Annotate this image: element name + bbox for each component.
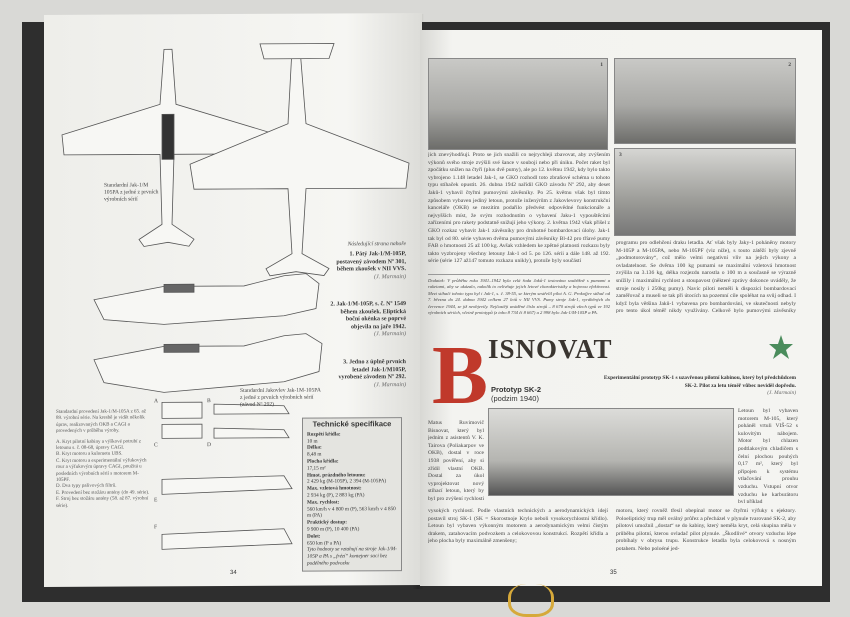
footnote: Dodatek: V průběhu roku 1941–1942 byla c…	[428, 274, 610, 330]
spec-row: Rozpětí křídla:10 m	[307, 431, 341, 445]
spec-row: Plocha křídla:17,15 m²	[307, 458, 339, 472]
soviet-star-icon	[769, 335, 793, 359]
variant-c: C. Kryt motoru a experimentální výfukový…	[56, 458, 147, 483]
variants-legend: Standardní provedení Jak-1/M-105A z 65. …	[56, 409, 151, 510]
spec-note: Tyto hodnoty se vztahují na stroje Jak-1…	[307, 546, 397, 567]
caption-1: 1. Pátý Jak-1/M-105P, postavený závodem …	[336, 251, 406, 281]
spec-row: Hmot. prázdného letounu:2 429 kg (M-105P…	[307, 471, 387, 485]
variant-a: A. Kryt pilotní kabiny a výškové potrubí…	[56, 439, 141, 451]
variant-f: F. Stroj bez stožáru antény (58. až 87. …	[56, 496, 149, 509]
caption-2: 2. Jak-1/M-105P, s. č. Nº 1549 během zko…	[330, 301, 406, 338]
spec-row: Délka:8,48 m	[307, 444, 322, 458]
caption-list-intro: Následující strana nahoře	[347, 241, 406, 248]
body-col1: Matus Ruvimovič Bisnovat, který byl jedn…	[428, 420, 484, 502]
spec-row: Max. rychlost:560 km/h v 4 800 m (P), 56…	[307, 499, 396, 519]
body-bottom-right: motoru, který rovněž třesil obepínal mot…	[616, 508, 796, 552]
label-b: B	[207, 398, 211, 405]
body-bottom-left: vysokých rychlostí. Podle vlastních tech…	[428, 508, 608, 545]
caption-bottom: Standardní Jakovlev Jak-1M-105PA z jedné…	[240, 387, 321, 408]
spec-title: Technické specifikace	[312, 419, 392, 429]
spec-row: Praktický dostup:9 900 m (P), 10 400 (PA…	[307, 519, 360, 533]
caption-3: 3. Jedno z úplně prvních letadel Jak-1/M…	[338, 359, 406, 389]
label-d: D	[207, 442, 212, 449]
underside-view-drawing	[189, 43, 410, 277]
label-c: C	[154, 442, 158, 449]
label-f: F	[154, 524, 158, 531]
page-number-left: 34	[230, 569, 237, 577]
body-text-right: programu pro odlehčení draku letadla. Ať…	[616, 240, 796, 316]
section-title: ISNOVAT	[488, 334, 613, 364]
left-page: Standardní Jak-1/M 105PA z jedné z první…	[44, 13, 422, 587]
top-view-drawing	[61, 48, 275, 247]
label-e: E	[154, 497, 158, 504]
caption-top: Standardní Jak-1/M 105PA z jedné z první…	[104, 182, 159, 203]
label-a: A	[154, 398, 159, 405]
photo-2: 2	[614, 58, 796, 144]
section-subtitle: Prototyp SK-2(podzim 1940)	[491, 385, 542, 403]
right-page: 1 2 3 jich znevýhodňují. Proto se jich s…	[420, 30, 822, 586]
section-initial: B	[432, 329, 489, 422]
detail-drawings	[161, 401, 293, 550]
aircraft-plan-drawings	[61, 43, 410, 550]
side-view-drawing-1	[93, 273, 320, 325]
variants-intro: Standardní provedení Jak-1/M-105A z 65. …	[56, 409, 146, 435]
photo-caption-sk1: Experimentální prototyp SK-1 s uzavřenou…	[603, 375, 796, 397]
photo-1: 1	[428, 58, 608, 150]
spec-row: Max. vzletová hmotnost:2 934 kg (P), 2 8…	[307, 485, 365, 499]
side-view-drawing-2	[93, 333, 323, 393]
body-col-right: Letoun byl vybaven motorem M-105, který …	[738, 408, 798, 503]
page-number-right: 35	[610, 570, 617, 576]
bookmark-ribbon	[508, 584, 554, 617]
body-text-top: jich znevýhodňují. Proto se jich snažili…	[428, 152, 610, 265]
tech-spec-box: Technické specifikace Rozpětí křídla:10 …	[302, 417, 402, 572]
photo-3: 3	[614, 148, 796, 236]
spec-row: Dolet:650 km (P a PA)	[307, 533, 342, 547]
photo-sk1	[488, 408, 734, 496]
